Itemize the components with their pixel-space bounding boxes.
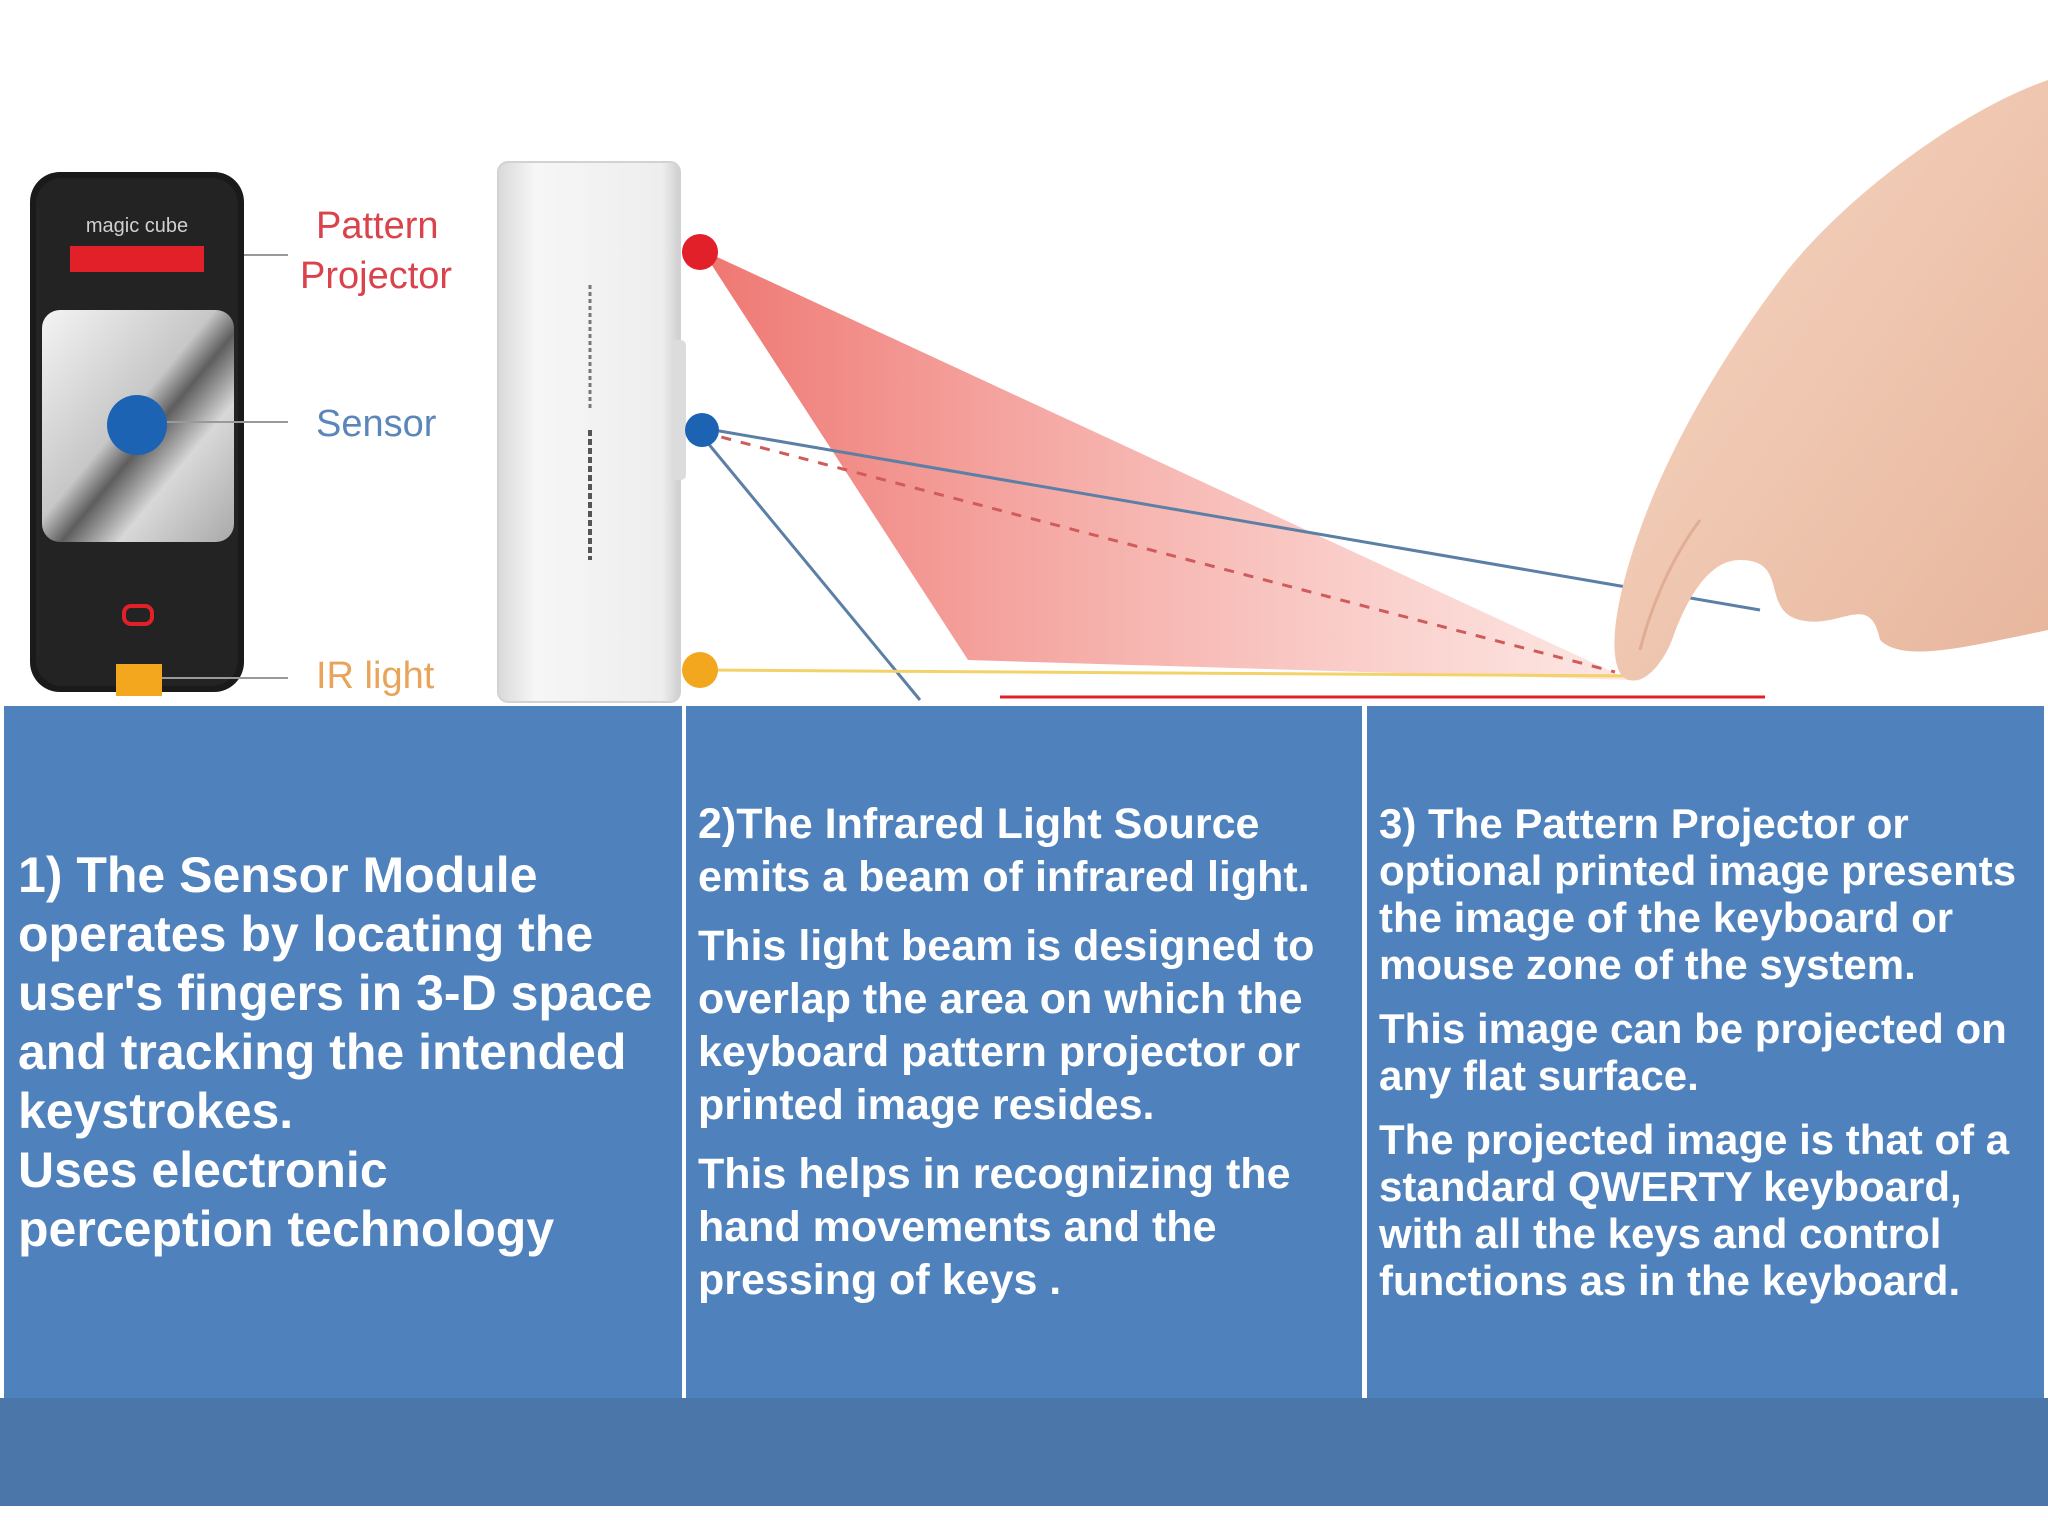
pattern-projector-dot [682,234,718,270]
sensor-ray-dashed [701,430,1616,674]
sensor-dot [685,413,719,447]
magic-cube-device: magic cube [30,172,244,696]
panel1-line1: 1) The Sensor Module [18,846,538,903]
ir-light-label: IR light [316,655,435,697]
panel3-para1: 3) The Pattern Projector or optional pri… [1379,800,2017,988]
sensor-module-panel: 1) The Sensor Module operates by locatin… [4,706,682,1398]
panel1-line5: keystrokes. [18,1082,294,1139]
pointing-hand [1614,80,2048,681]
panel3-para3: The projected image is that of a standar… [1379,1116,2010,1304]
device-sensor-lens [107,395,167,455]
infrared-light-panel: 2)The Infrared Light Source emits a beam… [686,706,1362,1398]
pattern-projector-label-line2: Projector [300,255,452,297]
panel3-para2: This image can be projected on any flat … [1379,1005,2007,1099]
panel2-para1: 2)The Infrared Light Source emits a beam… [698,799,1310,901]
ir-light-dot [682,652,718,688]
sensor-ray-lower [700,435,922,701]
device-button [122,604,154,626]
projector-light-beam [702,250,1630,680]
virtual-keyboard-diagram: magic cube Pattern Projector Sensor IR l… [30,80,2048,703]
panel1-line7: perception technology [18,1200,555,1257]
device-side-case [497,161,686,703]
panel2-para3: This helps in recognizing the hand movem… [698,1149,1291,1304]
footer-bar [0,1398,2048,1506]
device-brand-text: magic cube [86,215,188,237]
description-panels: 1) The Sensor Module operates by locatin… [0,706,2048,1398]
device-ir-window [116,664,162,696]
pattern-projector-panel: 3) The Pattern Projector or optional pri… [1367,706,2044,1398]
panel1-line4: and tracking the intended [18,1023,627,1080]
sensor-label: Sensor [316,403,437,445]
device-red-strip [70,246,204,272]
panel1-line3: user's fingers in 3-D space [18,964,653,1021]
panel1-line2: operates by locating the [18,905,594,962]
panel2-para2: This light beam is designed to overlap t… [698,921,1315,1129]
ir-light-ray [701,668,1641,678]
pattern-projector-label-line1: Pattern [316,205,439,247]
sensor-ray-upper [701,426,1761,612]
panel1-line6: Uses electronic [18,1141,388,1198]
